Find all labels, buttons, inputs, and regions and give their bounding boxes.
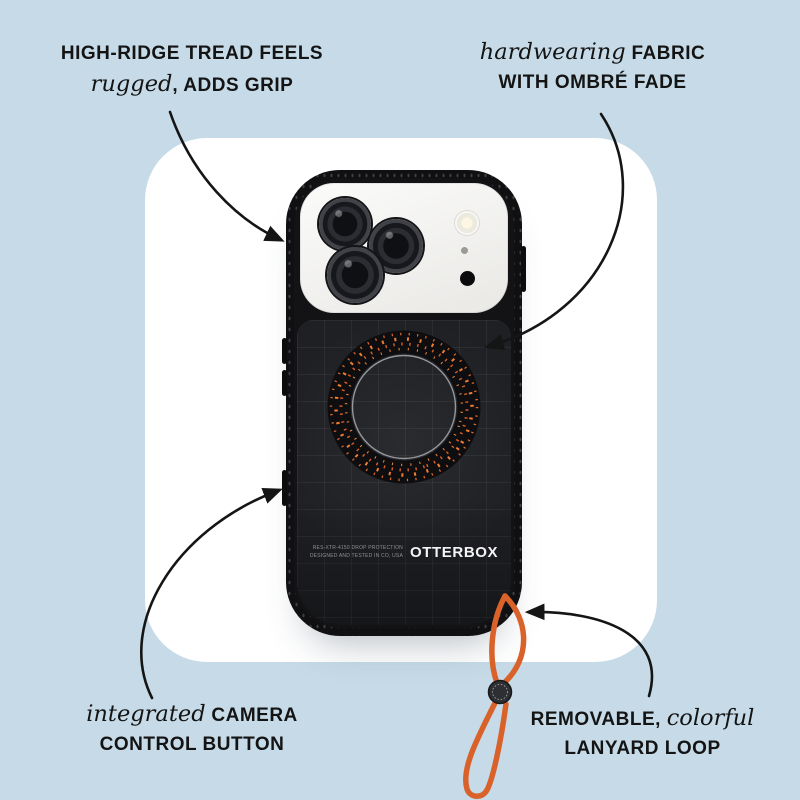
- volume-up-button: [282, 338, 287, 364]
- callout-emphasis: colorful: [666, 705, 755, 731]
- camera-module: [300, 183, 508, 313]
- callout-high-ridge-tread: HIGH-RIDGE TREAD FEELS rugged, ADDS GRIP: [16, 40, 368, 100]
- brand-logo: OTTERBOX: [410, 544, 499, 561]
- callout-emphasis: rugged: [90, 70, 173, 97]
- magsafe-ring: [327, 330, 481, 484]
- lanyard-cinch-detail: [492, 684, 508, 700]
- volume-down-button: [282, 370, 287, 396]
- callout-emphasis: hardwearing: [479, 39, 626, 65]
- callout-line: WITH OMBRÉ FADE: [415, 69, 770, 97]
- callout-line: LANYARD LOOP: [460, 735, 800, 763]
- phone-case: RES-XTR-4150 DROP PROTECTION DESIGNED AN…: [282, 170, 526, 636]
- callout-line: REMOVABLE, colorful: [460, 702, 800, 735]
- case-branding: RES-XTR-4150 DROP PROTECTION DESIGNED AN…: [286, 544, 522, 561]
- callout-text: , ADDS GRIP: [172, 74, 294, 96]
- microphone-dot: [461, 247, 468, 254]
- fine-print-line: DESIGNED AND TESTED IN CO, USA: [309, 552, 403, 559]
- camera-flash: [454, 210, 480, 236]
- power-button: [521, 246, 526, 292]
- callout-text: REMOVABLE,: [530, 709, 667, 730]
- magsafe-ring-graphic: [327, 330, 481, 484]
- callout-line: rugged, ADDS GRIP: [16, 68, 368, 101]
- callout-text: WITH OMBRÉ FADE: [498, 71, 687, 93]
- callout-emphasis: integrated: [86, 701, 206, 727]
- fine-print-line: RES-XTR-4150 DROP PROTECTION: [312, 545, 403, 551]
- callout-line: hardwearing FABRIC: [415, 36, 770, 69]
- lanyard-cinch-bead: [487, 679, 513, 705]
- callout-line: integrated CAMERA: [16, 698, 368, 731]
- callout-hardwearing-fabric: hardwearing FABRIC WITH OMBRÉ FADE: [415, 36, 770, 96]
- callout-lanyard-loop: REMOVABLE, colorful LANYARD LOOP: [460, 702, 800, 762]
- camera-lens: [327, 247, 383, 303]
- callout-text: CONTROL BUTTON: [99, 733, 285, 755]
- lidar-sensor: [460, 271, 475, 286]
- callout-text: CAMERA: [205, 705, 298, 726]
- fine-print: RES-XTR-4150 DROP PROTECTION DESIGNED AN…: [310, 545, 403, 560]
- callout-text: FABRIC: [625, 43, 706, 64]
- callout-line: HIGH-RIDGE TREAD FEELS: [16, 40, 368, 68]
- camera-control-button: [282, 470, 287, 506]
- callout-text: LANYARD LOOP: [564, 737, 721, 759]
- callout-text: HIGH-RIDGE TREAD FEELS: [60, 43, 324, 64]
- callout-line: CONTROL BUTTON: [16, 731, 368, 759]
- camera-lens: [319, 198, 371, 250]
- callout-camera-control: integrated CAMERA CONTROL BUTTON: [16, 698, 368, 758]
